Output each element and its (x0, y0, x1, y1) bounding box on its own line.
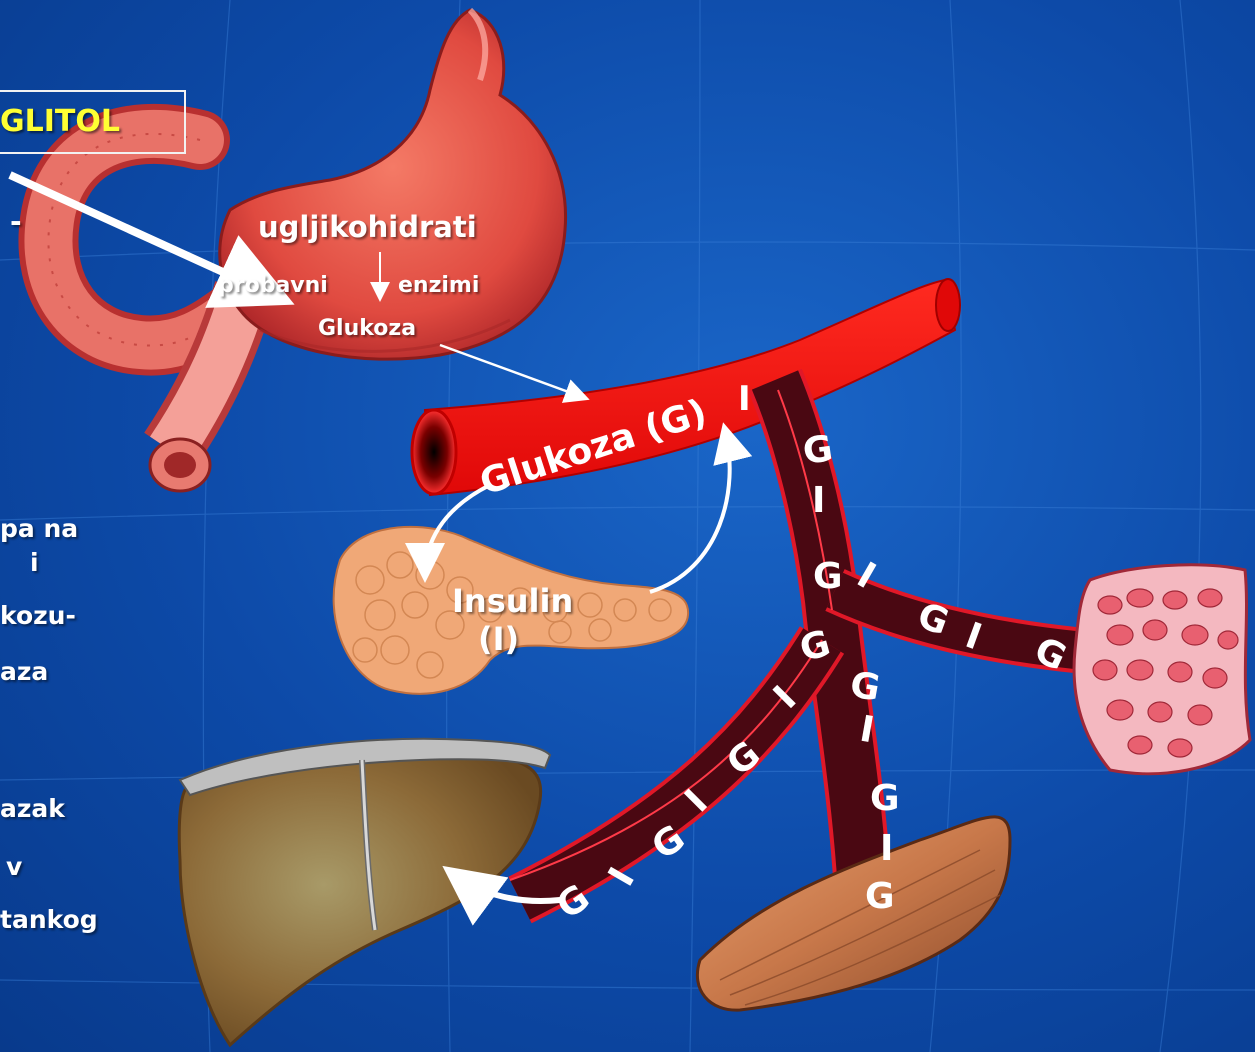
side-text-2: i (30, 547, 39, 578)
adipose-tissue-icon (1074, 565, 1250, 774)
side-text-4: aza (0, 656, 48, 687)
enzimi-label: enzimi (398, 273, 479, 298)
insulin-abbr-label: (I) (478, 620, 519, 658)
dash-label: - (10, 205, 22, 238)
intestine-icon (48, 134, 250, 491)
branch-letter: I (812, 480, 825, 521)
branch-letter: I (880, 828, 893, 869)
side-text-3: kozu- (0, 600, 76, 631)
glitol-label: GLITOL (0, 104, 120, 139)
branch-letter: G (847, 664, 883, 710)
probavni-label: probavni (218, 273, 328, 298)
side-text-1: pa na (0, 513, 78, 544)
ugljikohidrati-label: ugljikohidrati (258, 210, 477, 244)
stomach-icon (220, 10, 566, 359)
side-text-5: azak (0, 793, 65, 824)
branch-letter: G (865, 876, 895, 917)
side-text-6: v (6, 851, 22, 882)
side-text-7: tankog (0, 904, 98, 935)
glukoza-stomach-label: Glukoza (318, 316, 416, 341)
branch-letter: G (800, 428, 835, 473)
vessel-insulin-mark: I (738, 379, 751, 419)
branch-letter: G (870, 778, 900, 819)
insulin-label: Insulin (452, 582, 573, 620)
branch-letter: G (813, 556, 843, 597)
